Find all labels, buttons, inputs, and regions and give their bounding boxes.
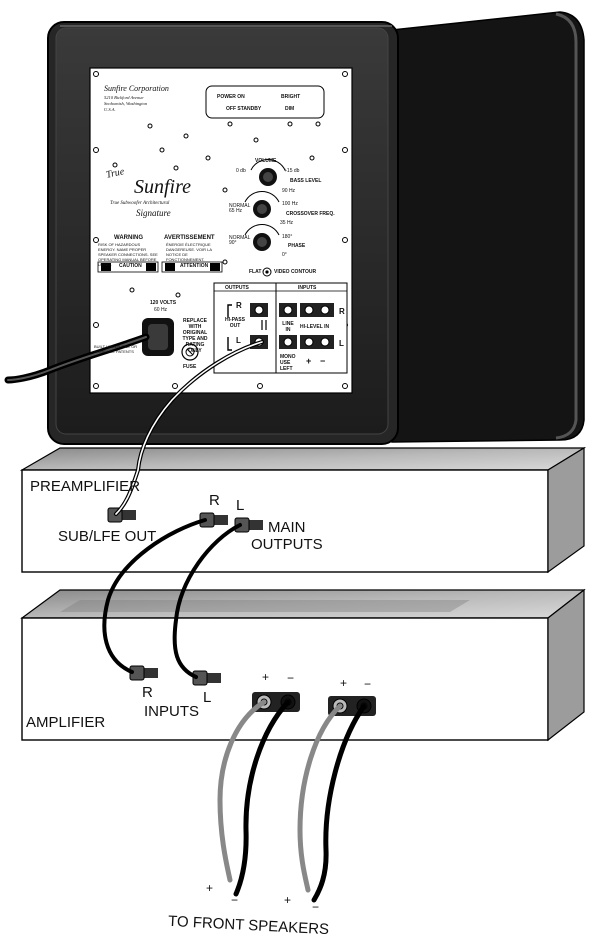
flat-label: FLAT [249, 269, 262, 275]
address-line-3: U.S.A. [104, 107, 116, 112]
output-l-mark: L [236, 336, 241, 345]
power-on-label: POWER ON [217, 94, 245, 100]
line-in-r-jack[interactable] [279, 303, 297, 317]
input-r-mark: R [339, 307, 345, 316]
cables [102, 340, 367, 903]
main-outputs-label-2: OUTPUTS [251, 536, 323, 553]
patent-label: BUILT UNDER ONE OR MORE U.S. PATENTS [94, 344, 138, 354]
amp-terminal-1-plus: + [262, 670, 270, 684]
model-name: Signature [136, 208, 171, 218]
output-r-mark: R [236, 301, 242, 310]
crossover-min: 35 Hz [280, 220, 294, 226]
rear-control-panel [89, 67, 353, 394]
main-outputs-label-1: MAIN [268, 519, 306, 536]
main-r-label: R [209, 492, 220, 509]
hi-level-in-r-posts[interactable] [300, 303, 334, 317]
video-contour-switch[interactable] [262, 267, 272, 277]
tagline: True Subwoofer Architectural [110, 201, 170, 206]
phase-label: PHASE [288, 243, 306, 249]
bass-level-label: BASS LEVEL [290, 178, 322, 184]
amp-terminal-2-plus: + [340, 676, 348, 690]
caution-label: CAUTION [119, 263, 142, 269]
power-cord-gland [142, 318, 174, 356]
phase-knob[interactable] [244, 223, 280, 251]
hi-level-plus: + [306, 356, 312, 366]
volume-knob[interactable] [250, 158, 286, 186]
input-l-mark: L [339, 339, 344, 348]
hi-level-in-label: HI-LEVEL IN [300, 324, 330, 330]
avertissement-text: ÉNERGIE ÉLECTRIQUE DANGEREUSE. VOIR LA N… [166, 242, 212, 262]
hi-level-minus: − [320, 356, 326, 366]
phase-max: 180° [282, 234, 293, 240]
brand-logo: Sunfire [134, 176, 192, 198]
bright-label: BRIGHT [281, 94, 301, 100]
preamplifier-title: PREAMPLIFIER [30, 478, 141, 495]
mono-use-left-label: MONO USE LEFT [280, 354, 296, 372]
outputs-label: OUTPUTS [225, 285, 249, 291]
crossover-normal: NORMAL 65 Hz [229, 203, 251, 214]
crossover-label: CROSSOVER FREQ. [286, 211, 335, 217]
inputs-label: INPUTS [298, 285, 317, 291]
amp-inputs-label: INPUTS [144, 703, 200, 720]
sub-lfe-out-label: SUB/LFE OUT [58, 528, 157, 545]
volume-min: 0 db [236, 168, 246, 174]
amp-r-label: R [142, 684, 153, 701]
hi-pass-out-r-jack[interactable] [250, 303, 268, 317]
off-standby-label: OFF STANDBY [226, 106, 262, 112]
hi-pass-out-label: HI-PASS OUT [225, 317, 245, 329]
volume-label: VOLUME [255, 158, 277, 164]
attention-label: ATTENTION [180, 263, 209, 269]
video-contour-label: VIDEO CONTOUR [274, 269, 317, 275]
phase-min: 0° [282, 252, 287, 258]
avertissement-title: AVERTISSEMENT [164, 235, 215, 241]
crossover-max: 100 Hz [282, 201, 298, 207]
wire-2-plus: + [284, 893, 292, 907]
volume-max: +15 db [284, 168, 300, 174]
fuse-holder[interactable] [181, 343, 199, 361]
amp-terminal-1-minus: − [287, 671, 295, 685]
main-l-label: L [236, 497, 245, 514]
warning-title: WARNING [114, 235, 143, 241]
amp-input-l-jack[interactable] [192, 670, 221, 686]
address-line-2: Snohomish, Washington [104, 101, 148, 106]
amplifier-box [20, 588, 586, 742]
speaker-terminals-1[interactable] [252, 692, 300, 712]
fuse-label: FUSE [183, 364, 197, 370]
line-in-label: LINE IN [282, 321, 294, 333]
wire-1-minus: − [231, 893, 239, 907]
amplifier-title: AMPLIFIER [26, 714, 106, 731]
hi-level-in-l-posts[interactable] [300, 335, 334, 349]
amp-input-r-jack[interactable] [129, 665, 158, 681]
bass-value: 90 Hz [282, 188, 296, 194]
warning-text: RISK OF HAZARDOUS ENERGY. NAME PROPER SP… [98, 242, 158, 267]
replace-fuse-label: REPLACE WITH ORIGINAL TYPE AND RATING ON… [182, 318, 208, 354]
preamplifier-box [19, 446, 587, 574]
phase-normal: NORMAL 90° [229, 235, 251, 246]
amp-l-label: L [203, 689, 212, 706]
wire-2-minus: − [312, 900, 320, 914]
dim-label: DIM [285, 106, 295, 112]
line-in-l-jack[interactable] [279, 335, 297, 349]
hz-label: 60 Hz [154, 307, 168, 313]
wire-1-plus: + [206, 881, 214, 895]
amp-terminal-2-minus: − [364, 677, 372, 691]
crossover-knob[interactable] [244, 190, 280, 218]
company-name: Sunfire Corporation [104, 84, 169, 93]
volts-label: 120 VOLTS [150, 300, 177, 306]
address-line-1: 5210 Bickford Avenue [104, 95, 144, 100]
